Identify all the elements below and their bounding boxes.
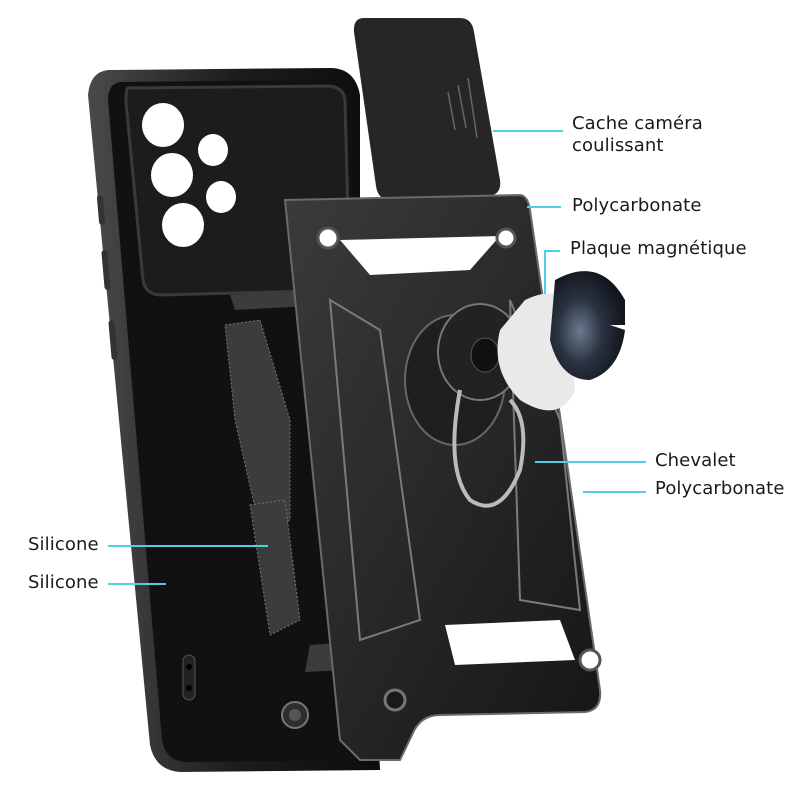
label-polycarbonate-bottom: Polycarbonate	[655, 478, 785, 499]
sliding-camera-cover	[353, 18, 501, 200]
label-chevalet: Chevalet	[655, 450, 736, 471]
label-cache-camera-line1: Cache caméra	[572, 113, 703, 134]
camera-holes-icon	[142, 103, 236, 247]
leader-line-chevalet	[535, 461, 646, 463]
leader-line-cache-camera	[493, 130, 563, 132]
label-polycarbonate-top: Polycarbonate	[572, 195, 702, 216]
label-cache-camera: Cache caméra coulissant	[572, 113, 703, 157]
leader-line-silicone-2	[108, 583, 166, 585]
leader-line-plaque-vertical	[544, 250, 546, 294]
ring-kickstand	[404, 303, 526, 508]
leader-line-polycarbonate-top	[527, 206, 561, 208]
leader-line-plaque-horizontal	[544, 250, 560, 252]
leader-line-polycarbonate-bottom	[583, 491, 646, 493]
label-plaque-magnetique: Plaque magnétique	[570, 238, 747, 259]
leader-line-silicone-1	[108, 545, 268, 547]
magnetic-plate	[497, 271, 625, 411]
label-silicone-1: Silicone	[28, 534, 99, 555]
label-cache-camera-line2: coulissant	[572, 135, 664, 156]
label-silicone-2: Silicone	[28, 572, 99, 593]
